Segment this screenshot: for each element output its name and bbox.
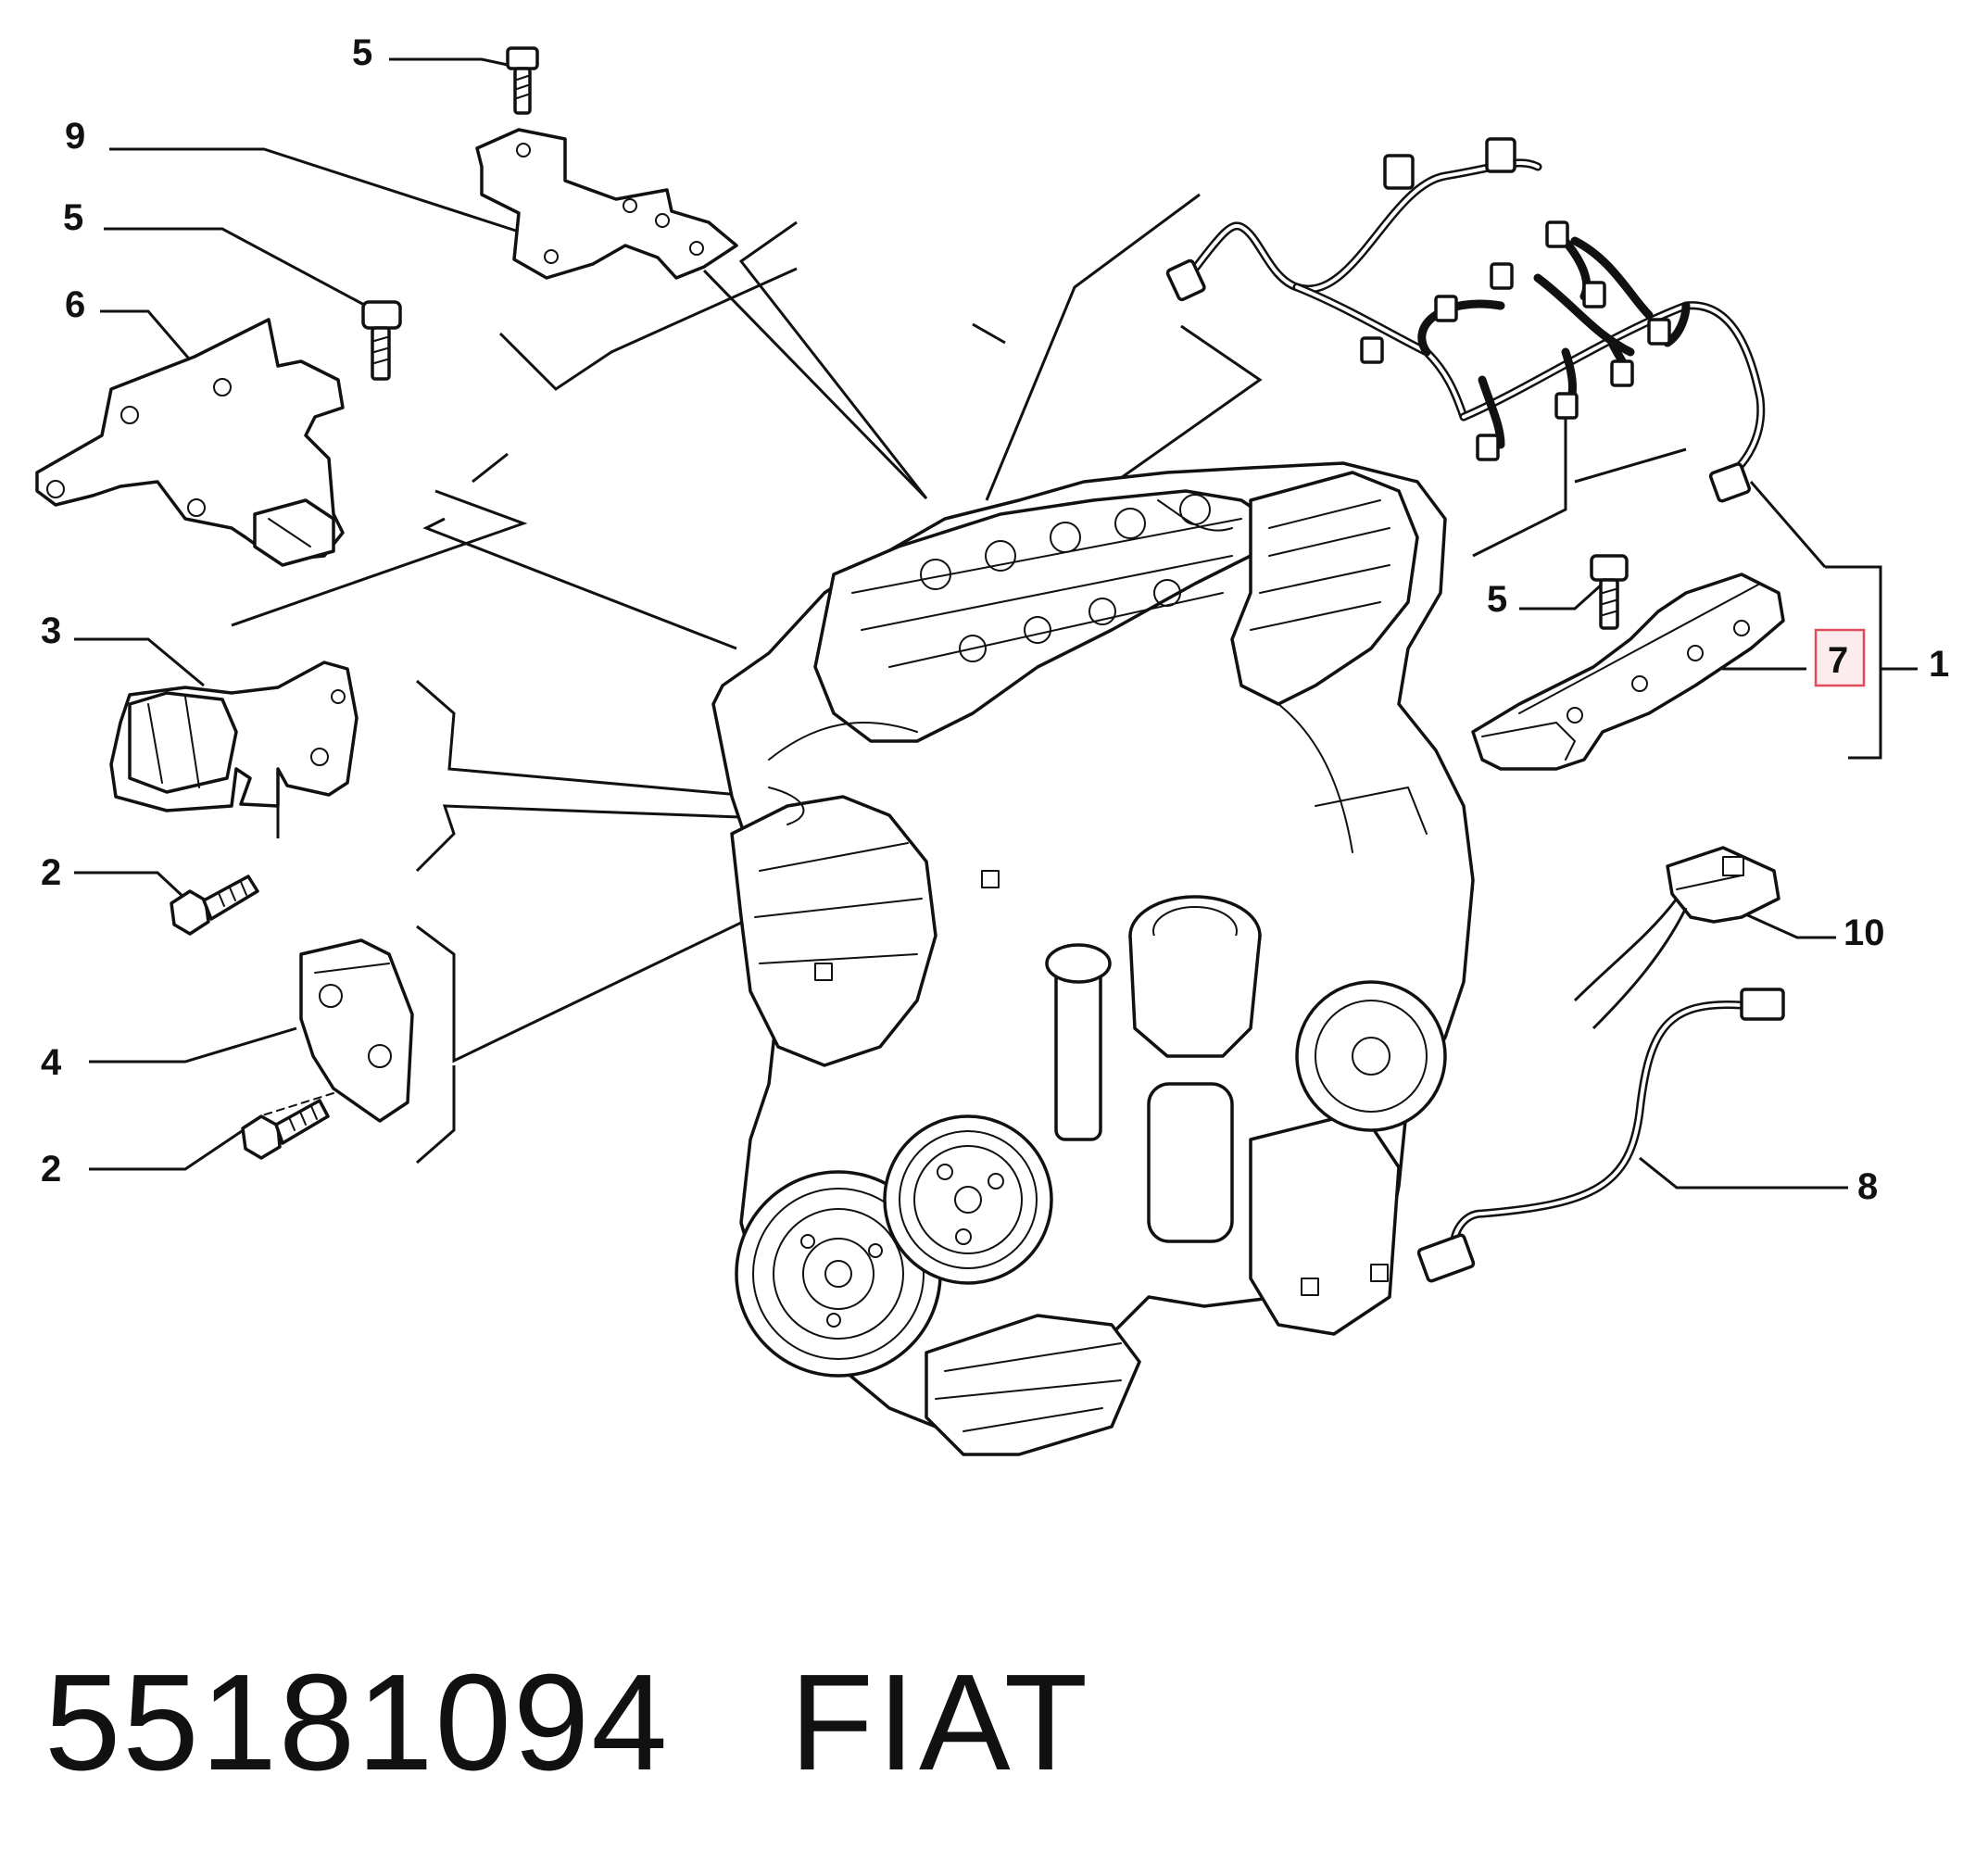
callout-5-mid: 5 (63, 197, 83, 238)
rail-cover-7 (1471, 573, 1785, 771)
callout-5-top: 5 (352, 32, 372, 73)
bolt-2-lower (241, 1099, 330, 1160)
brand-name: FIAT (789, 1646, 1092, 1799)
parts-diagram: 5 9 5 6 3 2 4 2 5 7 1 10 8 (35, 32, 1949, 1456)
bolt-5-mid (361, 300, 402, 381)
callout-8: 8 (1857, 1166, 1878, 1207)
leader-lines (74, 57, 1918, 1190)
callout-labels: 5 9 5 6 3 2 4 2 5 7 1 10 8 (41, 32, 1949, 1207)
bracket-9 (475, 128, 738, 280)
callout-4: 4 (41, 1042, 62, 1083)
sensor-lead-8 (1416, 988, 1785, 1283)
callout-3: 3 (41, 611, 61, 651)
bolt-2-upper (170, 875, 259, 936)
callout-9: 9 (65, 116, 85, 157)
plate-4 (258, 938, 414, 1123)
callout-2-lower: 2 (41, 1149, 61, 1190)
engine-assembly (711, 461, 1475, 1456)
part-number: 55181094 (44, 1646, 670, 1799)
callout-7-highlight (1814, 628, 1866, 687)
callout-6: 6 (65, 284, 85, 325)
callout-5-right: 5 (1487, 579, 1507, 620)
bolt-5-right (1590, 554, 1629, 630)
harness-1 (1165, 137, 1766, 503)
footer: 55181094 FIAT (44, 1630, 1091, 1816)
callout-10: 10 (1843, 913, 1885, 953)
callout-1: 1 (1929, 644, 1949, 685)
connector-10 (1573, 846, 1780, 1030)
bracket-3 (109, 661, 359, 812)
bolt-5-top (506, 46, 539, 115)
bracket-6 (35, 318, 345, 567)
callout-2-upper: 2 (41, 852, 61, 893)
callout-7: 7 (1828, 640, 1848, 681)
